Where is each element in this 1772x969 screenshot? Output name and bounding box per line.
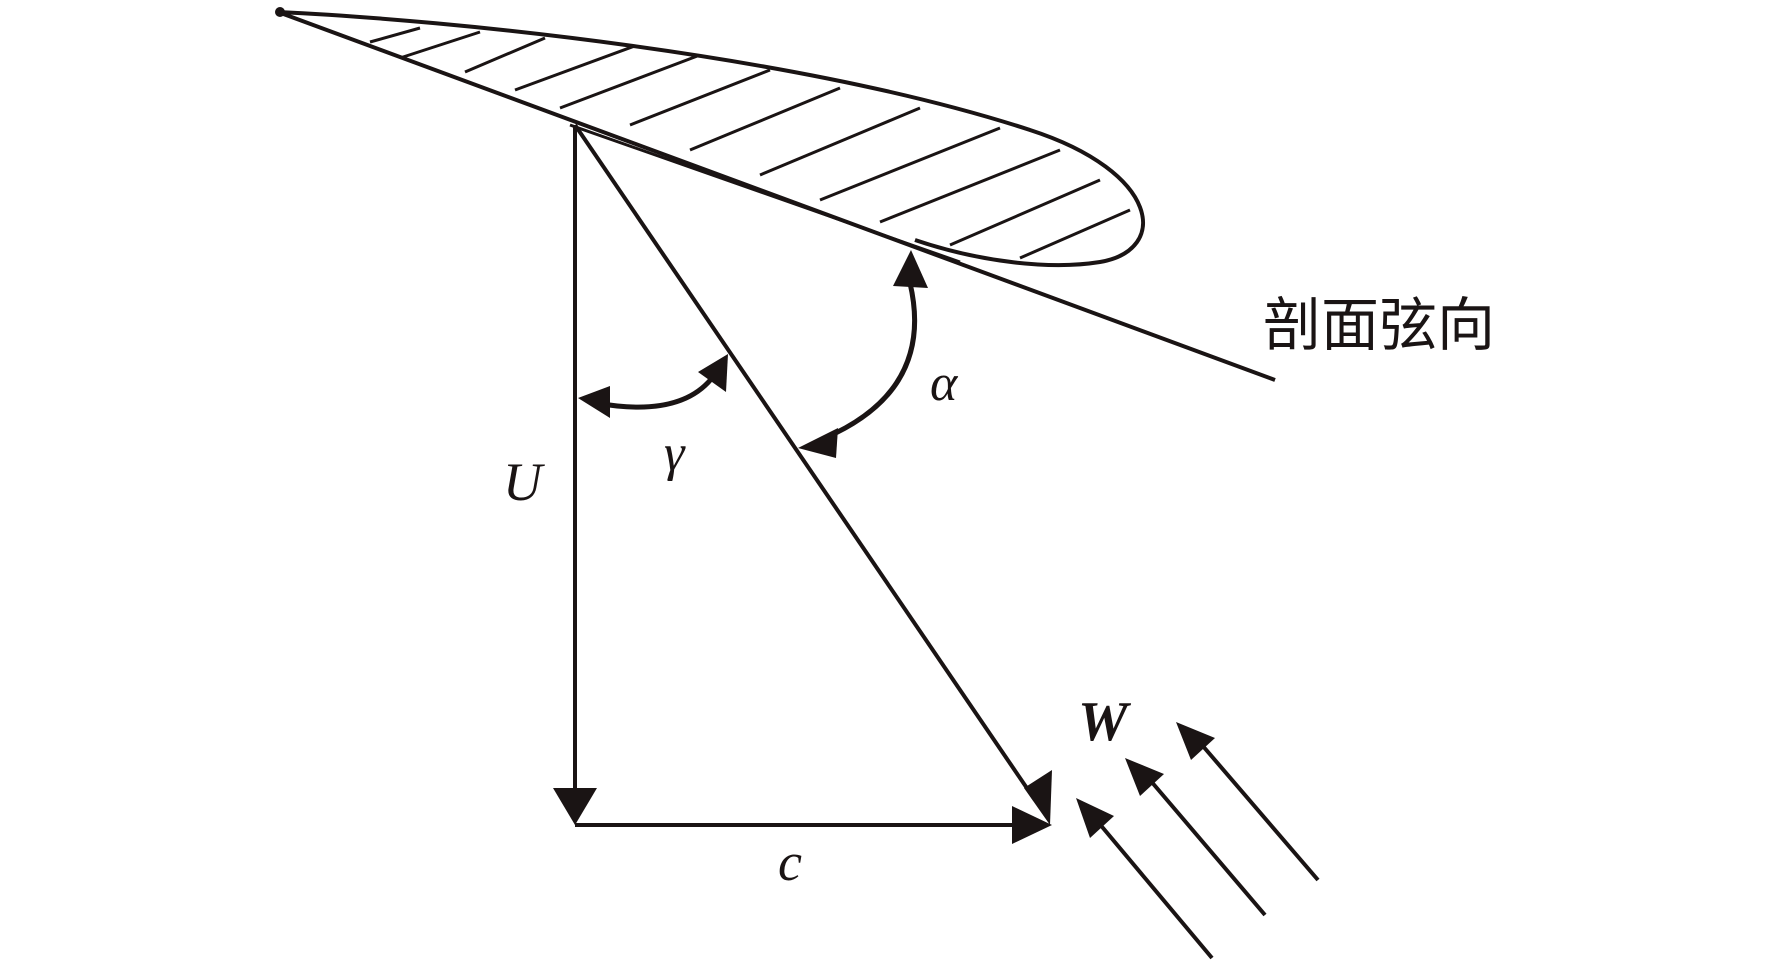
- w-label: W: [1078, 691, 1132, 753]
- wind-arrow-shaft: [1096, 820, 1214, 960]
- wind-arrow-shaft: [1200, 743, 1320, 882]
- u-vector-arrowhead: [553, 788, 597, 825]
- w-relative-vector-arrowhead: [1024, 770, 1052, 825]
- airfoil-outline: [277, 10, 1145, 267]
- airfoil-hatching: [369, 26, 1131, 260]
- alpha-label: α: [930, 355, 959, 412]
- alpha-arc-arrowhead-bottom: [798, 428, 838, 458]
- u-label: U: [503, 452, 545, 512]
- c-vector-arrowhead: [1012, 806, 1052, 844]
- wind-arrow-head: [1176, 722, 1215, 760]
- gamma-label: γ: [664, 425, 686, 482]
- c-label: c: [778, 832, 802, 892]
- gamma-arc-arrowhead-right: [698, 354, 728, 392]
- alpha-angle-arc: [823, 282, 918, 441]
- chord-direction-label: 剖面弦向: [1263, 291, 1495, 359]
- airfoil-section: [275, 7, 1145, 267]
- gamma-arc-arrowhead-left: [578, 386, 610, 418]
- alpha-arc-arrowhead-top: [893, 250, 928, 288]
- gamma-angle-arc: [595, 376, 714, 410]
- chord-line-lower-edge: [569, 123, 961, 264]
- w-relative-vector-line: [573, 123, 1037, 802]
- wind-arrows: [1076, 722, 1320, 960]
- wind-arrow-head: [1076, 798, 1114, 838]
- wind-arrow-shaft: [1148, 778, 1267, 917]
- wind-arrow-head: [1125, 758, 1164, 796]
